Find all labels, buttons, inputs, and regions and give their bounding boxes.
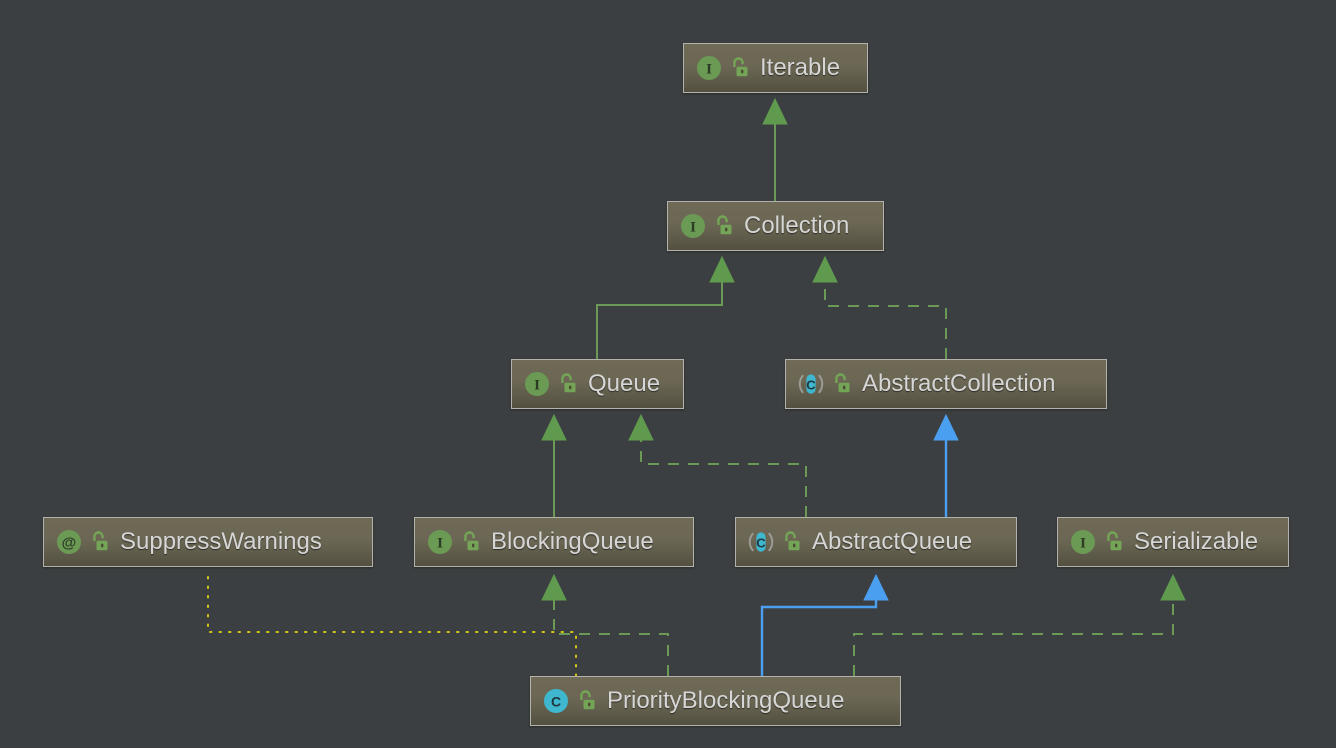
unlocked-padlock-icon <box>1107 531 1122 551</box>
node-label: Iterable <box>760 54 841 81</box>
interface-icon: I <box>428 530 452 554</box>
node-label: SuppressWarnings <box>120 528 322 555</box>
svg-text:C: C <box>756 535 766 550</box>
svg-text:I: I <box>534 378 540 394</box>
node-label: PriorityBlockingQueue <box>607 687 845 714</box>
edge-abstractcollection-collection <box>812 255 947 359</box>
interface-icon: I <box>681 214 705 238</box>
node-icons: I <box>680 213 733 239</box>
interface-icon: I <box>525 372 549 396</box>
node-label: Collection <box>744 212 850 239</box>
svg-text:C: C <box>551 693 561 709</box>
node-label: AbstractCollection <box>862 370 1056 397</box>
node-icons: I <box>427 529 480 555</box>
node-icons: C <box>543 688 596 714</box>
node-suppresswarnings[interactable]: @ SuppressWarnings <box>43 517 373 567</box>
class-icon: C <box>544 689 568 713</box>
node-icons: @ <box>56 529 109 555</box>
svg-text:I: I <box>706 62 712 78</box>
unlocked-padlock-icon <box>464 531 479 551</box>
node-priorityblockingqueue[interactable]: C PriorityBlockingQueue <box>530 676 901 726</box>
unlocked-padlock-icon <box>717 215 732 235</box>
edge-queue-collection <box>596 255 735 359</box>
node-serializable[interactable]: I Serializable <box>1057 517 1289 567</box>
abstract-class-icon: C <box>748 532 774 552</box>
node-icons: I <box>696 55 749 81</box>
node-icons: I <box>524 371 577 397</box>
node-icons: C <box>748 529 801 555</box>
unlocked-padlock-icon <box>733 57 748 77</box>
node-label: Serializable <box>1134 528 1259 555</box>
edge-pbq-suppresswarnings <box>207 569 577 677</box>
unlocked-padlock-icon <box>835 373 850 393</box>
node-label: Queue <box>588 370 661 397</box>
svg-text:I: I <box>1080 536 1086 552</box>
node-label: AbstractQueue <box>812 528 973 555</box>
unlocked-padlock-icon <box>785 531 800 551</box>
abstract-class-icon: C <box>798 374 824 394</box>
unlocked-padlock-icon <box>561 373 576 393</box>
annotation-icon: @ <box>57 530 81 554</box>
node-icons: I <box>1070 529 1123 555</box>
edge-collection-iterable <box>762 97 788 201</box>
svg-text:@: @ <box>62 535 77 552</box>
edge-abstractqueue-abstractcollection <box>933 413 959 517</box>
node-collection[interactable]: I Collection <box>667 201 884 251</box>
interface-icon: I <box>697 56 721 80</box>
svg-text:I: I <box>437 536 443 552</box>
svg-text:C: C <box>806 377 816 392</box>
node-abstractcollection[interactable]: C AbstractCollection <box>785 359 1107 409</box>
interface-icon: I <box>1071 530 1095 554</box>
node-iterable[interactable]: I Iterable <box>683 43 868 93</box>
svg-text:I: I <box>690 220 696 236</box>
node-abstractqueue[interactable]: C AbstractQueue <box>735 517 1017 567</box>
unlocked-padlock-icon <box>580 690 595 710</box>
edge-blockingqueue-queue <box>541 413 567 517</box>
edge-pbq-serializable <box>853 573 1186 676</box>
node-icons: C <box>798 371 851 397</box>
edge-abstractqueue-queue <box>628 413 807 517</box>
edge-pbq-blockingqueue <box>541 573 669 676</box>
edge-pbq-abstractqueue <box>760 573 889 676</box>
unlocked-padlock-icon <box>93 531 108 551</box>
node-queue[interactable]: I Queue <box>511 359 684 409</box>
node-blockingqueue[interactable]: I BlockingQueue <box>414 517 694 567</box>
node-label: BlockingQueue <box>491 528 654 555</box>
